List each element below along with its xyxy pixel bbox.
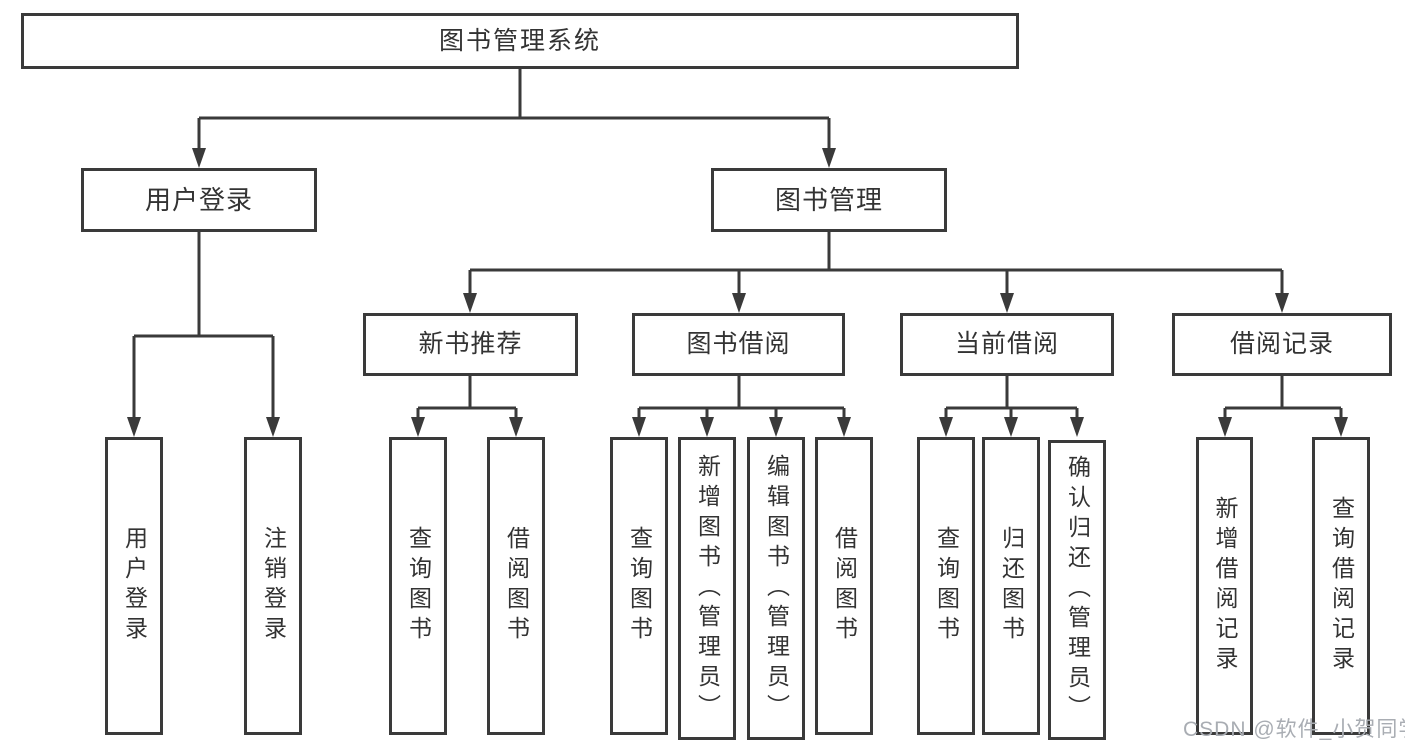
leaf-return-books: 归还图书 — [982, 437, 1040, 735]
leaf-query-books-recommend: 查询图书 — [389, 437, 447, 735]
node-user-login: 用户登录 — [81, 168, 317, 232]
leaf-query-borrow-record: 查询借阅记录 — [1312, 437, 1370, 735]
leaf-confirm-return-admin: 确认归还（管理员） — [1048, 440, 1106, 740]
leaf-borrow-books-recommend: 借阅图书 — [487, 437, 545, 735]
node-root-library-system: 图书管理系统 — [21, 13, 1019, 69]
node-book-management: 图书管理 — [711, 168, 947, 232]
csdn-watermark: CSDN @软件_小贺同学 — [1183, 718, 1405, 741]
leaf-add-books-admin: 新增图书（管理员） — [678, 437, 736, 740]
node-borrow-records: 借阅记录 — [1172, 313, 1392, 376]
node-new-book-recommend: 新书推荐 — [363, 313, 578, 376]
leaf-logout: 注销登录 — [244, 437, 302, 735]
node-book-borrow: 图书借阅 — [632, 313, 845, 376]
leaf-query-books-current: 查询图书 — [917, 437, 975, 735]
leaf-add-borrow-record: 新增借阅记录 — [1196, 437, 1253, 735]
node-current-borrow: 当前借阅 — [900, 313, 1114, 376]
leaf-edit-books-admin: 编辑图书（管理员） — [747, 437, 805, 740]
leaf-borrow-books: 借阅图书 — [815, 437, 873, 735]
arrowheads — [127, 148, 1348, 437]
leaf-user-login: 用户登录 — [105, 437, 163, 735]
leaf-query-books-borrow: 查询图书 — [610, 437, 668, 735]
